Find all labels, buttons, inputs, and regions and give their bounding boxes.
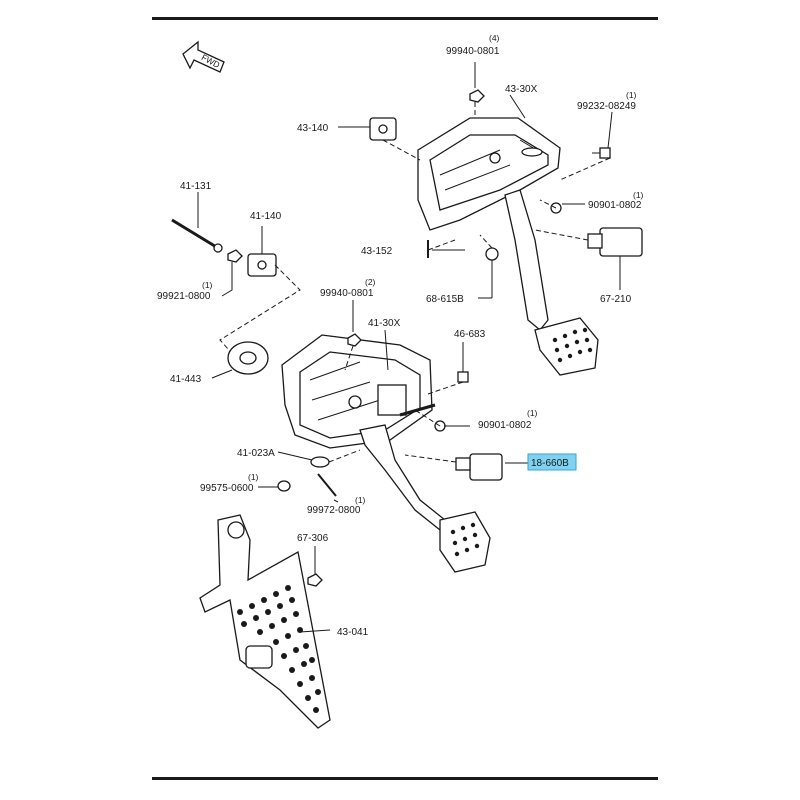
label-41-023a: 41-023A: [237, 448, 275, 459]
clevis-icon: [338, 117, 397, 141]
clutch-pedal-bracket: [281, 334, 436, 449]
label-41-140: 41-140: [250, 211, 282, 222]
label-90901-mid-qty: (1): [527, 408, 538, 418]
rod-nut-icon: [221, 249, 243, 297]
label-43-041: 43-041: [337, 627, 369, 638]
bottom-rule: [152, 777, 658, 780]
label-68-615b: 68-615B: [426, 294, 464, 305]
fwd-arrow-icon: FWD: [182, 40, 225, 73]
label-99921: 99921-0800: [157, 291, 211, 302]
stop-lamp-switch-icon: [587, 227, 643, 290]
label-41-131: 41-131: [180, 181, 212, 192]
label-43-140: 43-140: [297, 123, 329, 134]
brake-pedal-arm: [504, 189, 599, 376]
label-18-660b: 18-660B: [531, 458, 569, 469]
bushing-41-023a-icon: [310, 456, 330, 468]
label-41-443: 41-443: [170, 374, 202, 385]
label-67-306: 67-306: [297, 533, 329, 544]
bushing-icon: [485, 247, 499, 298]
clutch-pedal-arm: [359, 424, 491, 573]
mid-bolt-icon: [457, 342, 469, 383]
clutch-switch-icon: [455, 453, 503, 481]
label-99575-qty: (1): [248, 472, 259, 482]
label-99972-qty: (1): [355, 495, 366, 505]
bottom-nut-icon: [307, 546, 323, 587]
label-90901-mid: 90901-0802: [478, 420, 532, 431]
label-90901-top: 90901-0802: [588, 200, 642, 211]
footrest-pedal: [199, 514, 331, 729]
label-99232-qty: (1): [626, 90, 637, 100]
highlight-18-660b[interactable]: 18-660B: [527, 453, 577, 471]
grommet-icon: [227, 341, 269, 375]
clevis-41-140-icon: [247, 226, 277, 277]
label-99940-mid: 99940-0801: [320, 288, 374, 299]
pushrod-icon: [171, 192, 223, 253]
label-99940-top-qty: (4): [489, 33, 500, 43]
stop-switch-bolt-icon: [592, 147, 611, 159]
label-99232: 99232-08249: [577, 101, 636, 112]
label-41-30x: 41-30X: [368, 318, 401, 329]
brake-pedal-bracket: [417, 117, 561, 231]
label-99940-top: 99940-0801: [446, 46, 500, 57]
clip-99575-icon: [277, 480, 291, 492]
label-99972: 99972-0800: [307, 505, 361, 516]
label-43-152: 43-152: [361, 246, 393, 257]
mid-nut-icon: [347, 300, 362, 347]
label-99921-qty: (1): [202, 280, 213, 290]
label-46-683: 46-683: [454, 329, 486, 340]
label-99940-mid-qty: (2): [365, 277, 376, 287]
label-90901-top-qty: (1): [633, 190, 644, 200]
top-rule: [152, 17, 658, 20]
label-99575: 99575-0600: [200, 483, 254, 494]
pin-99972-icon: [317, 473, 337, 497]
top-nut-icon: [469, 62, 485, 103]
label-67-210: 67-210: [600, 294, 632, 305]
label-43-30x: 43-30X: [505, 84, 538, 95]
